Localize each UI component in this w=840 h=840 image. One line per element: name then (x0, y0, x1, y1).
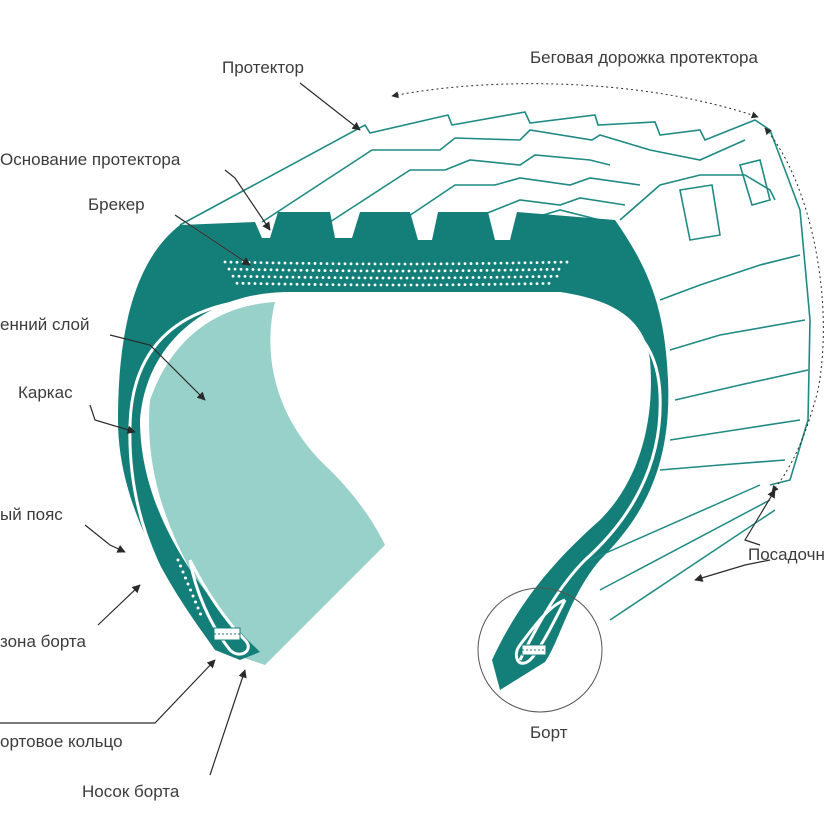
label-bead-toe: Носок борта (82, 782, 180, 801)
label-tread-track: Беговая дорожка протектора (530, 48, 758, 67)
breaker-cords (223, 260, 569, 287)
label-bead-ring: ортовое кольцо (0, 732, 123, 751)
label-seat: Посадочн (748, 545, 825, 564)
sidewall-dimension (764, 127, 824, 493)
right-bead-ring (521, 644, 547, 656)
leader-lines (0, 82, 776, 776)
label-tread-base: Основание протектора (0, 150, 181, 169)
bead-zone-cords (176, 558, 604, 646)
label-bead: Борт (530, 723, 568, 742)
right-bead-loop (514, 598, 567, 665)
tread-track-dimension (391, 83, 759, 119)
carcass-ply (128, 296, 662, 661)
label-belt: ый пояс (0, 505, 63, 524)
seat-flange (589, 484, 776, 621)
label-breaker: Брекер (88, 195, 145, 214)
left-bead-loop (188, 559, 250, 656)
inner-liner-surface (149, 302, 385, 665)
label-tread: Протектор (222, 58, 304, 77)
bead-highlight-circle (477, 587, 603, 713)
label-inner-liner: енний слой (0, 315, 90, 334)
label-bead-zone: зона борта (0, 632, 86, 651)
label-carcass: Каркас (18, 383, 73, 402)
tire-rubber-section (118, 212, 669, 690)
left-bead-ring (213, 627, 241, 641)
